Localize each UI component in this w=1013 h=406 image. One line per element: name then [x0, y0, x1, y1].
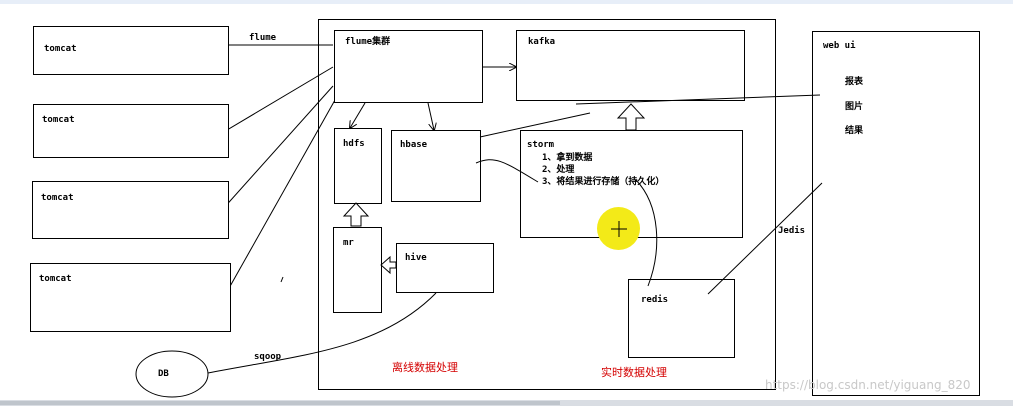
- storm-label: storm: [527, 140, 555, 150]
- flume-cluster-label: flume集群: [345, 37, 391, 47]
- web-ui-item-report: 报表: [845, 77, 864, 87]
- tomcat-label-4: tomcat: [39, 274, 72, 284]
- edge-tomcat3-flume: [221, 85, 334, 211]
- watermark-text: https://blog.csdn.net/yiguang_820: [765, 378, 971, 392]
- kafka-node: kafka: [516, 30, 745, 101]
- sqoop-edge-label: sqoop: [254, 352, 282, 362]
- tomcat-node-1: tomcat: [33, 26, 229, 75]
- kafka-label: kafka: [528, 37, 556, 47]
- edge-hbase-storm: [479, 112, 591, 138]
- tomcat-node-4: tomcat: [30, 263, 231, 332]
- horizontal-scrollbar-thumb[interactable]: [0, 401, 560, 405]
- edge-flume-hbase: [427, 102, 434, 130]
- hollow-arrow-mr-hdfs: [342, 202, 370, 227]
- hollow-arrow-hive-mr: [380, 255, 397, 275]
- edge-tomcat2-flume: [221, 66, 334, 134]
- redis-label: redis: [641, 295, 669, 305]
- hbase-node: hbase: [391, 130, 481, 202]
- crosshair-cursor-icon: [611, 221, 627, 237]
- storm-step-1: 1、拿到数据: [542, 153, 593, 163]
- tomcat-label-3: tomcat: [41, 193, 74, 203]
- db-ellipse: [135, 350, 209, 398]
- edge-storm-redis-curve: [635, 179, 658, 287]
- edge-flume-hdfs: [350, 102, 366, 128]
- edge-kafka-webui: [575, 94, 821, 105]
- offline-processing-label: 离线数据处理: [392, 361, 458, 374]
- web-ui-label: web ui: [823, 41, 856, 51]
- jedis-edge-label: Jedis: [778, 226, 806, 236]
- mr-label: mr: [343, 238, 354, 248]
- hdfs-node: hdfs: [334, 128, 382, 204]
- hbase-label: hbase: [400, 140, 428, 150]
- tomcat-label-2: tomcat: [42, 115, 75, 125]
- db-label: DB: [158, 369, 169, 379]
- flume-cluster-node: flume集群: [334, 30, 483, 103]
- realtime-processing-label: 实时数据处理: [601, 366, 667, 379]
- processing-cluster-frame: [318, 19, 776, 390]
- mr-node: mr: [333, 227, 382, 313]
- flume-edge-label: flume: [249, 33, 277, 43]
- hdfs-label: hdfs: [343, 139, 365, 149]
- tomcat-node-2: tomcat: [33, 104, 229, 158]
- tomcat-label-1: tomcat: [44, 44, 77, 54]
- edge-db-sqoop: [207, 292, 437, 374]
- edge-storm-hbase-curve: [475, 159, 539, 183]
- redis-node: redis: [628, 279, 735, 358]
- window-top-edge: [0, 0, 1013, 4]
- web-ui-item-result: 结果: [845, 126, 864, 136]
- tomcat-node-3: tomcat: [32, 181, 229, 239]
- edge-redis-webui: [707, 182, 823, 295]
- hive-node: hive: [396, 243, 494, 293]
- hollow-arrow-storm-kafka: [616, 103, 646, 131]
- storm-step-3: 3、将结果进行存储（持久化）: [542, 177, 665, 187]
- edge-tomcat4-flume: [223, 99, 336, 298]
- web-ui-node: web ui 报表 图片 结果: [812, 31, 980, 396]
- hive-label: hive: [405, 253, 427, 263]
- stray-tick: [280, 276, 284, 283]
- storm-step-2: 2、处理: [542, 165, 575, 175]
- web-ui-item-image: 图片: [845, 102, 864, 112]
